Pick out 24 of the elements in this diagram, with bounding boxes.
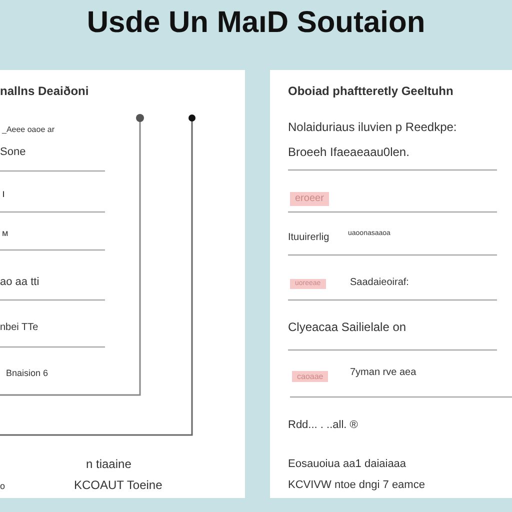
field-text: o xyxy=(0,480,6,491)
field-text: м xyxy=(2,228,8,238)
field-text: KCVIVW ntoe dngi 7 eamce xyxy=(288,479,425,492)
field-text: Bnaision 6 xyxy=(6,368,48,378)
section-heading: nallns Deaiðoni xyxy=(0,84,89,99)
field-text: Broeeh Ifaeaeaau0len. xyxy=(288,146,410,160)
field-text: Saadaieoiraf: xyxy=(350,277,409,288)
field-text: Eosauoiua aa1 daiaiaaa xyxy=(288,458,406,472)
field-text: Ituuirerlig xyxy=(288,232,330,244)
field-text: 7yman rve aea xyxy=(350,367,416,378)
title: Usde Un MaıD Soutaion xyxy=(86,6,426,40)
field-text: Nolaiduriaus iluvien p Reedkpe: xyxy=(288,120,457,135)
field-text: _Aeee oaoe ar xyxy=(2,125,54,134)
field-text: Clyeacaa Sailielale on xyxy=(288,320,406,335)
field-text: KCOAUT Toeine xyxy=(74,478,162,493)
field-text: nbei TTe xyxy=(0,322,38,334)
tag-label: eroeer xyxy=(290,192,329,206)
field-text: Rdd... . ..all. ® xyxy=(288,419,358,432)
field-text: n tiaaine xyxy=(86,458,132,472)
tag-label: caoaae xyxy=(292,371,328,382)
section-heading: Oboiad phaftteretly Geeltuhn xyxy=(288,84,454,99)
field-text: ı xyxy=(2,188,6,202)
field-text: ao aa tti xyxy=(0,276,40,290)
field-text: Sone xyxy=(0,146,26,160)
